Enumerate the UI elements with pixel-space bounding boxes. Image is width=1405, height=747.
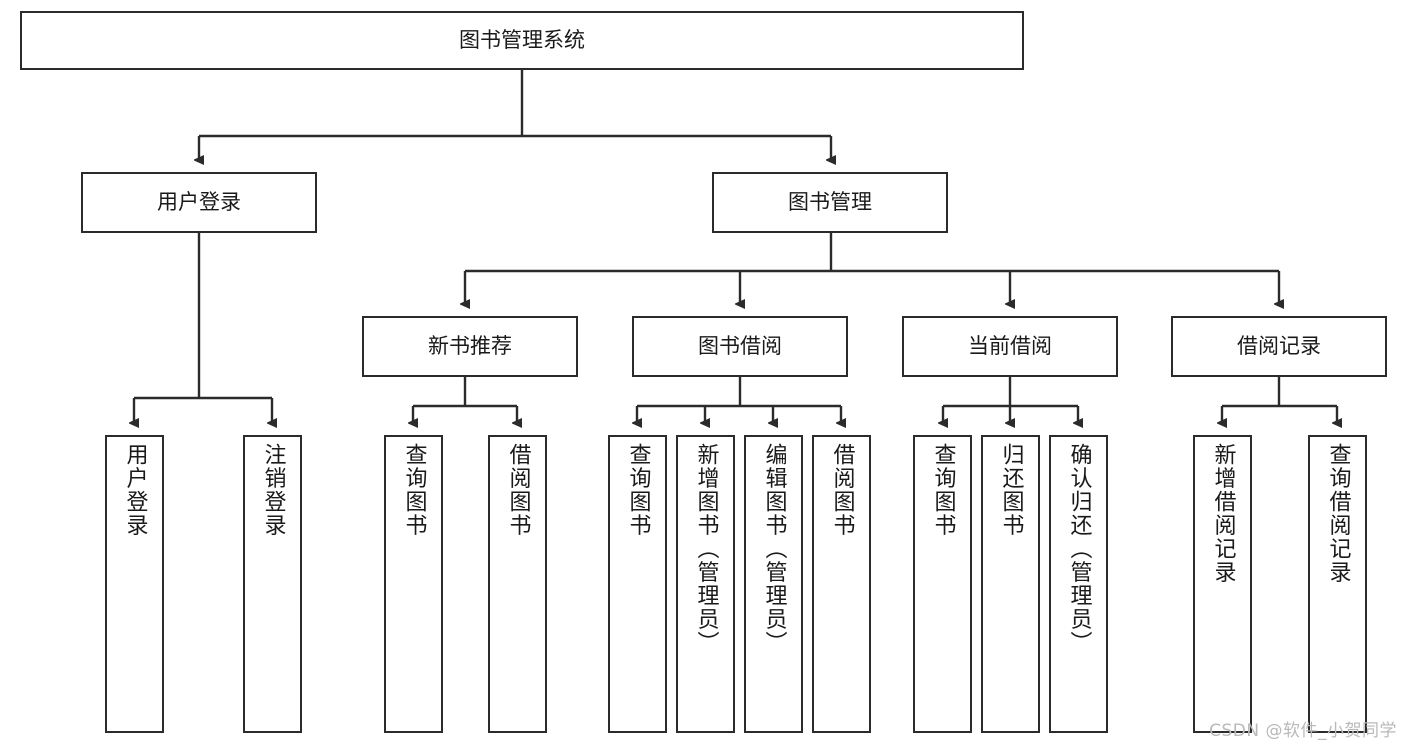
node-leaf-borrow-book-1-label: 借阅图书 — [505, 443, 531, 537]
node-current-borrow[interactable]: 当前借阅 — [902, 316, 1118, 377]
node-leaf-add-record[interactable]: 新增借阅记录 — [1193, 435, 1252, 733]
node-leaf-return-book[interactable]: 归还图书 — [981, 435, 1040, 733]
node-leaf-borrow-book-2-label: 借阅图书 — [829, 443, 855, 537]
node-current-borrow-label: 当前借阅 — [968, 333, 1052, 358]
node-book-manage-label: 图书管理 — [788, 189, 872, 214]
node-new-book-rec[interactable]: 新书推荐 — [362, 316, 578, 377]
node-user-login-label: 用户登录 — [157, 189, 241, 214]
node-book-borrow-label: 图书借阅 — [698, 333, 782, 358]
node-leaf-edit-book[interactable]: 编辑图书（管理员） — [744, 435, 803, 733]
node-borrow-record[interactable]: 借阅记录 — [1171, 316, 1387, 377]
node-root-label: 图书管理系统 — [459, 27, 585, 52]
node-leaf-confirm-return[interactable]: 确认归还（管理员） — [1049, 435, 1108, 733]
node-leaf-query-book-3-label: 查询图书 — [930, 443, 956, 537]
node-leaf-logout-label: 注销登录 — [260, 443, 286, 537]
node-user-login[interactable]: 用户登录 — [81, 172, 317, 233]
node-leaf-confirm-return-label: 确认归还（管理员） — [1066, 443, 1092, 655]
node-leaf-add-record-label: 新增借阅记录 — [1210, 443, 1236, 584]
node-leaf-logout[interactable]: 注销登录 — [243, 435, 302, 733]
node-leaf-return-book-label: 归还图书 — [998, 443, 1024, 537]
node-leaf-borrow-book-2[interactable]: 借阅图书 — [812, 435, 871, 733]
node-new-book-rec-label: 新书推荐 — [428, 333, 512, 358]
node-leaf-user-login[interactable]: 用户登录 — [105, 435, 164, 733]
node-book-borrow[interactable]: 图书借阅 — [632, 316, 848, 377]
node-leaf-query-record-label: 查询借阅记录 — [1325, 443, 1351, 584]
node-borrow-record-label: 借阅记录 — [1237, 333, 1321, 358]
node-leaf-query-book-1-label: 查询图书 — [401, 443, 427, 537]
node-leaf-query-book-2[interactable]: 查询图书 — [608, 435, 667, 733]
node-leaf-user-login-label: 用户登录 — [122, 443, 148, 537]
node-leaf-add-book-label: 新增图书（管理员） — [693, 443, 719, 655]
node-leaf-edit-book-label: 编辑图书（管理员） — [761, 443, 787, 655]
node-leaf-query-book-2-label: 查询图书 — [625, 443, 651, 537]
node-book-manage[interactable]: 图书管理 — [712, 172, 948, 233]
node-leaf-query-book-1[interactable]: 查询图书 — [384, 435, 443, 733]
node-leaf-borrow-book-1[interactable]: 借阅图书 — [488, 435, 547, 733]
node-leaf-query-book-3[interactable]: 查询图书 — [913, 435, 972, 733]
node-leaf-query-record[interactable]: 查询借阅记录 — [1308, 435, 1367, 733]
watermark: CSDN @软件_小贺同学 — [1209, 721, 1397, 741]
node-leaf-add-book[interactable]: 新增图书（管理员） — [676, 435, 735, 733]
node-root[interactable]: 图书管理系统 — [20, 11, 1024, 70]
